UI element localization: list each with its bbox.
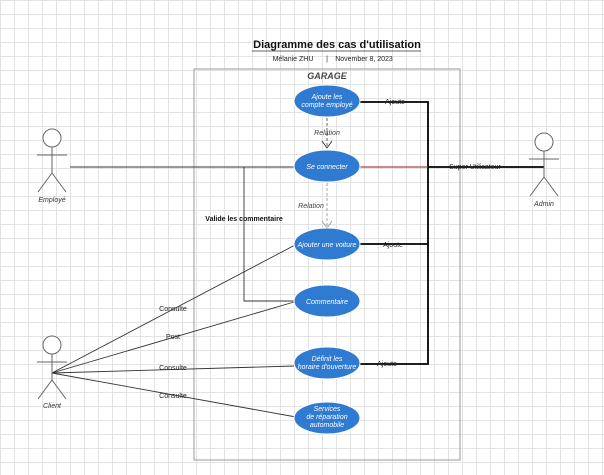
relation-label-2: Relation bbox=[298, 203, 324, 210]
author-name: Mélanie ZHU bbox=[273, 56, 314, 63]
svg-text:Ajoute les: Ajoute les bbox=[311, 94, 343, 101]
actor-admin-head bbox=[534, 132, 554, 152]
svg-text:Services: Services bbox=[314, 406, 341, 413]
admin-ajoute-bus-line bbox=[360, 101, 429, 365]
valide-commentaire-label: Valide les commentaire bbox=[205, 216, 283, 223]
ajoute-label-2: Ajoute bbox=[383, 242, 403, 249]
actor-admin-label: Admin bbox=[533, 201, 554, 208]
svg-text:compte employé: compte employé bbox=[301, 102, 352, 109]
svg-text:horaire d'ouverture: horaire d'ouverture bbox=[298, 364, 357, 371]
author-date-separator: | bbox=[326, 56, 328, 63]
relation-label-1: Relation bbox=[314, 130, 340, 137]
client-to-commentaire-line bbox=[51, 301, 295, 374]
actor-client[interactable] bbox=[37, 335, 67, 400]
svg-text:de réparation: de réparation bbox=[306, 414, 347, 421]
client-to-horaire-line bbox=[51, 365, 295, 374]
svg-text:Définit les: Définit les bbox=[312, 356, 343, 363]
edges bbox=[51, 101, 544, 418]
super-utilisateur-label: Super Utilisateur bbox=[449, 164, 501, 171]
client-to-services-line bbox=[51, 372, 297, 418]
svg-text:Se connecter: Se connecter bbox=[306, 164, 348, 171]
actor-client-head bbox=[42, 335, 62, 355]
actor-client-label: Client bbox=[43, 403, 62, 410]
relation-arrowhead-1 bbox=[321, 140, 333, 149]
use-case-commentaire[interactable]: Commentaire bbox=[293, 284, 361, 318]
actor-employe[interactable] bbox=[37, 128, 67, 193]
system-boundary bbox=[193, 68, 461, 461]
ajoute-label-1: Ajoute bbox=[385, 99, 405, 106]
actor-employe-head bbox=[42, 128, 62, 148]
employe-to-commentaire-line bbox=[192, 166, 294, 302]
svg-text:Commentaire: Commentaire bbox=[306, 299, 348, 306]
diagram-date: November 8, 2023 bbox=[335, 56, 393, 63]
consulte-label-3: Consulte bbox=[159, 393, 187, 400]
client-to-voiture-line bbox=[51, 243, 298, 374]
svg-text:automobile: automobile bbox=[310, 422, 344, 429]
system-name: GARAGE bbox=[307, 71, 347, 81]
actor-employe-label: Employé bbox=[38, 197, 65, 204]
svg-text:Ajouter une voiture: Ajouter une voiture bbox=[297, 242, 357, 249]
use-case-services[interactable]: Services de réparation automobile bbox=[293, 401, 361, 435]
diagram-title: Diagramme des cas d'utilisation bbox=[253, 39, 421, 51]
use-case-ajoute-compte[interactable]: Ajoute les compte employé bbox=[293, 84, 361, 118]
use-case-horaire[interactable]: Définit les horaire d'ouverture bbox=[293, 346, 361, 380]
consulte-label-2: Consulte bbox=[159, 365, 187, 372]
consulte-label-1: Consulte bbox=[159, 306, 187, 313]
ajoute-label-3: Ajoute bbox=[377, 361, 397, 368]
use-case-se-connecter[interactable]: Se connecter bbox=[293, 149, 361, 183]
actor-admin[interactable] bbox=[529, 132, 559, 197]
post-label: Post bbox=[166, 334, 180, 341]
use-case-ajouter-voiture[interactable]: Ajouter une voiture bbox=[293, 227, 361, 261]
